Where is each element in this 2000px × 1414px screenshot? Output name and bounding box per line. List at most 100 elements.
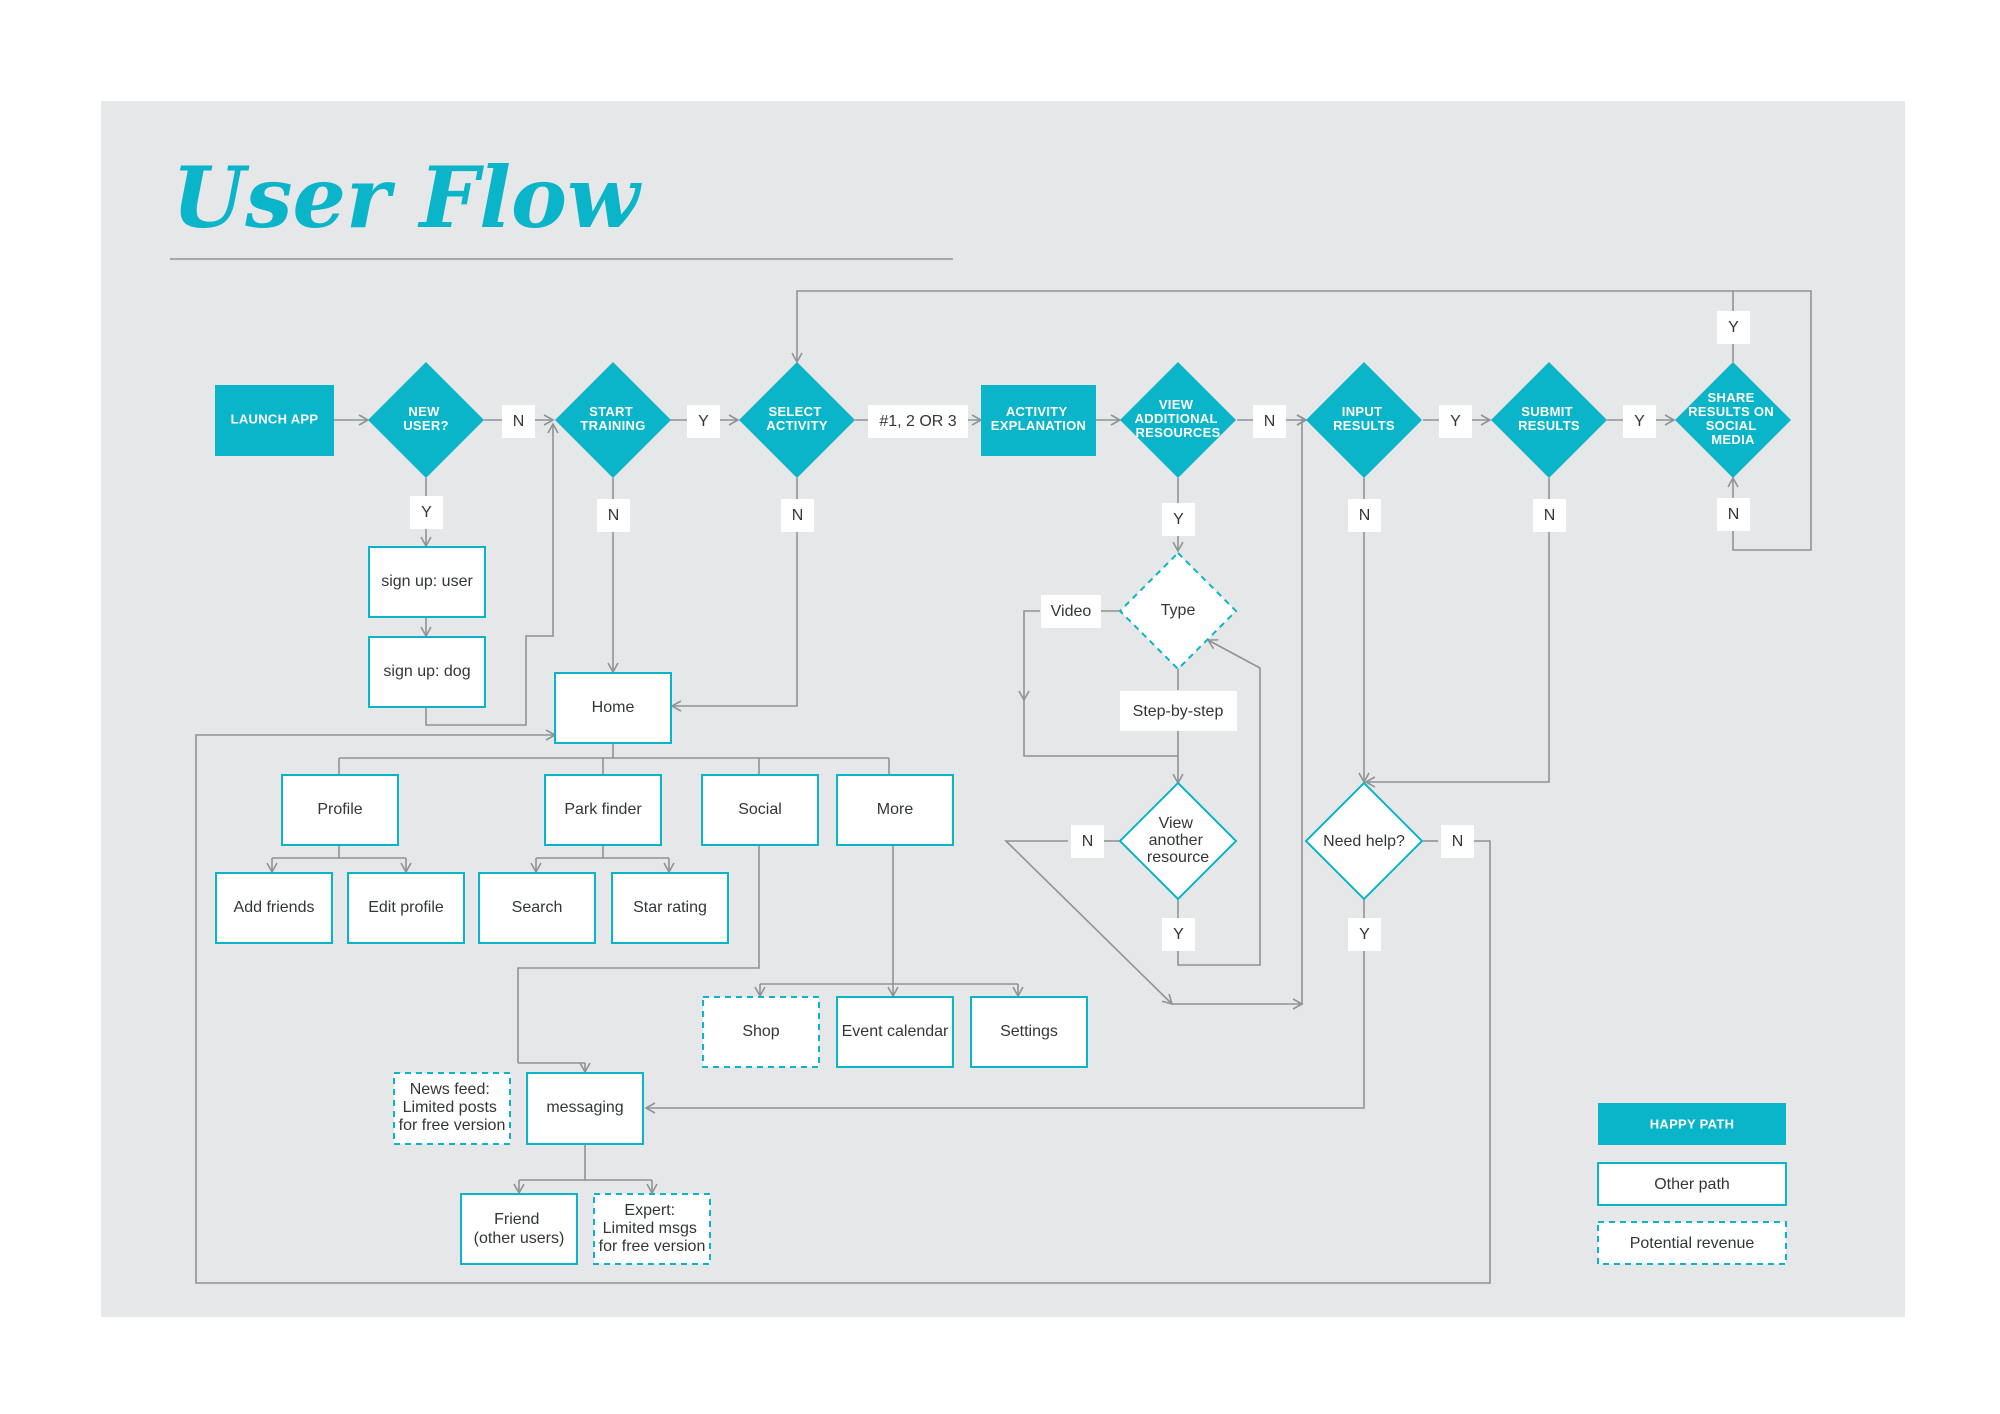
node-expert-line: Limited msgs [603,1220,697,1237]
node-sign-up-dog-label: sign up: dog [383,663,470,680]
node-friend[interactable]: Friend (other users) [460,1193,578,1265]
edge-labels: N Y #1, 2 OR 3 N Y Y Y N Y N N Y N N N Y… [410,311,1750,951]
node-select-activity[interactable]: SELECT ACTIVITY [739,362,855,478]
edge-label-text: N [1544,507,1556,524]
edge-label-text: Y [1728,319,1739,336]
node-event-calendar-label: Event calendar [842,1023,949,1040]
node-search[interactable]: Search [478,872,596,944]
connector-video-down [1018,610,1040,702]
edge-label-selectactivity-no: N [781,499,814,532]
connector-viewanother-no-diag [1004,840,1174,1006]
connector-home-children [338,743,890,774]
node-add-friends[interactable]: Add friends [215,872,333,944]
node-need-help[interactable]: Need help? [1304,781,1424,901]
edge-label-text: #1, 2 OR 3 [879,413,956,430]
node-new-user-line: USER? [403,418,449,433]
node-star-rating-label: Star rating [633,899,707,916]
node-sign-up-dog[interactable]: sign up: dog [368,636,486,708]
node-view-another-line: resource [1147,849,1209,866]
connector-share-yes-loop [1727,290,1812,551]
connector-submitresults-needhelp [1364,478,1550,788]
edge-label-submitresults-no: N [1533,499,1566,532]
edge-label-text: N [1082,833,1094,850]
node-launch-app[interactable]: LAUNCH APP [215,385,334,456]
node-video[interactable]: Video [1041,595,1101,628]
node-more[interactable]: More [836,774,954,846]
node-shop[interactable]: Shop [702,996,820,1068]
node-news-feed-label: News feed: Limited posts for free versio… [399,1081,506,1134]
node-home[interactable]: Home [554,672,672,744]
node-view-another-resource[interactable]: View another resource [1118,781,1238,901]
connector-profile-children [272,845,406,859]
node-need-help-label: Need help? [1323,833,1405,850]
edge-label-viewanother-no: N [1071,825,1104,858]
node-edit-profile[interactable]: Edit profile [347,872,465,944]
page-title: User Flow [172,148,642,247]
edge-label-starttraining-yes: Y [687,405,720,438]
node-share-results-line: MEDIA [1711,432,1755,447]
node-expert[interactable]: Expert: Limited msgs for free version [593,1193,711,1265]
node-select-activity-line: SELECT [768,404,821,419]
node-start-training-label: START TRAINING [580,404,645,433]
node-select-activity-label: SELECT ACTIVITY [766,404,828,433]
connector-share-to-selectactivity [791,290,1733,364]
node-shop-label: Shop [742,1023,779,1040]
connector-signupdog-starttraining [425,422,559,726]
node-view-another-line: View [1159,815,1194,832]
legend-potential-revenue: Potential revenue [1597,1221,1787,1265]
node-view-resources-line: VIEW [1159,397,1194,412]
node-type-label: Type [1161,602,1196,619]
node-profile[interactable]: Profile [281,774,399,846]
node-activity-explanation[interactable]: ACTIVITY EXPLANATION [981,385,1096,456]
edge-label-viewanother-yes: Y [1162,918,1195,951]
node-view-additional-resources[interactable]: VIEW ADDITIONAL RESOURCES [1120,362,1236,478]
node-view-additional-resources-label: VIEW ADDITIONAL RESOURCES [1135,397,1222,440]
connector-needhelp-home-loop [195,729,1491,1284]
node-new-user-line: NEW [408,404,440,419]
node-select-activity-line: ACTIVITY [766,418,828,433]
node-step-by-step[interactable]: Step-by-step [1120,691,1237,731]
node-messaging[interactable]: messaging [526,1072,644,1145]
edge-label-share-no: N [1717,498,1750,531]
node-event-calendar[interactable]: Event calendar [836,996,954,1068]
node-news-feed-line: for free version [399,1117,506,1134]
node-share-results[interactable]: SHARE RESULTS ON SOCIAL MEDIA [1675,362,1791,478]
edge-label-text: Y [1450,413,1461,430]
node-input-results[interactable]: INPUT RESULTS [1306,362,1422,478]
node-messaging-label: messaging [546,1099,623,1116]
node-friend-line: Friend [494,1211,539,1228]
node-submit-results[interactable]: SUBMIT RESULTS [1491,362,1607,478]
node-activity-explanation-line: ACTIVITY [1006,404,1068,419]
legend-happy-path: HAPPY PATH [1598,1103,1786,1145]
node-star-rating[interactable]: Star rating [611,872,729,944]
node-input-results-line: RESULTS [1333,418,1395,433]
connector-video-merge [1023,700,1184,785]
node-add-friends-label: Add friends [234,899,315,916]
node-step-by-step-label: Step-by-step [1133,703,1224,720]
edge-label-inputresults-yes: Y [1439,405,1472,438]
node-new-user[interactable]: NEW USER? [368,362,484,478]
node-sign-up-user[interactable]: sign up: user [368,546,486,618]
node-launch-app-label: LAUNCH APP [231,411,319,426]
edge-label-needhelp-yes: Y [1348,918,1381,951]
node-social[interactable]: Social [701,774,819,846]
node-park-finder[interactable]: Park finder [544,774,662,846]
edge-label-submitresults-yes: Y [1623,405,1656,438]
node-profile-label: Profile [317,801,362,818]
node-start-training-line: START [589,404,633,419]
node-settings[interactable]: Settings [970,996,1088,1068]
node-submit-results-line: RESULTS [1518,418,1580,433]
node-start-training[interactable]: START TRAINING [555,362,671,478]
edge-label-text: Y [1173,511,1184,528]
node-input-results-label: INPUT RESULTS [1333,404,1395,433]
edge-label-viewresources-yes: Y [1162,503,1195,536]
node-input-results-line: INPUT [1342,404,1383,419]
connector-more-children [760,845,1018,985]
node-news-feed[interactable]: News feed: Limited posts for free versio… [393,1072,511,1145]
connector-needhelp-messaging [644,899,1365,1114]
node-type[interactable]: Type [1118,551,1238,671]
node-home-label: Home [592,699,635,716]
edge-label-text: N [513,413,525,430]
edge-label-text: N [1359,507,1371,524]
